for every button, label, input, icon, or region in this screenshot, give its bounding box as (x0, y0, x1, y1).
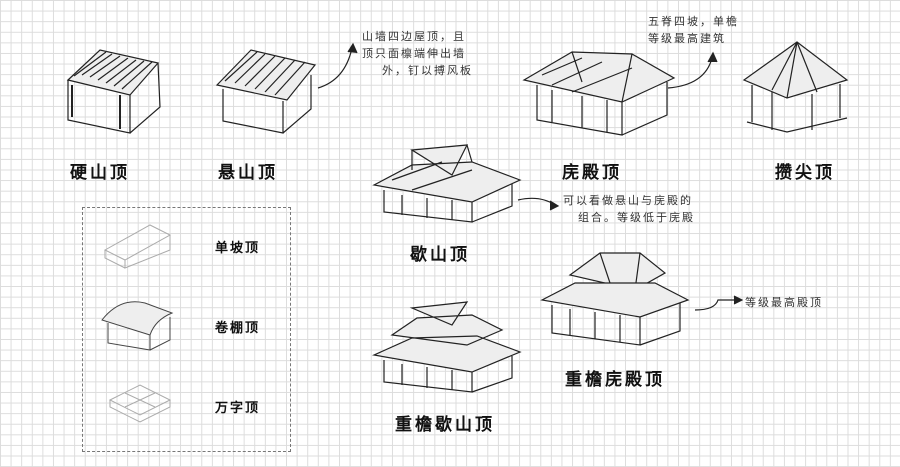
juanpeng-roof-sketch (101, 301, 174, 351)
arrow-chongyan-wudian (694, 299, 738, 311)
chongyan-wudian-roof-sketch (540, 252, 690, 346)
label-wanzi: 万字顶 (215, 401, 261, 416)
label-cuanjian: 攒尖顶 (775, 163, 835, 183)
label-chongyan-xieshan: 重檐歇山顶 (395, 415, 495, 435)
label-juanpeng: 卷棚顶 (215, 321, 261, 336)
xieshan-roof-sketch (372, 144, 522, 223)
arrow-xieshan (517, 197, 556, 206)
label-yingshan: 硬山顶 (70, 163, 130, 183)
note-xieshan: 可以看做悬山与庑殿的 组合。等级低于庑殿 (563, 192, 695, 226)
note-line: 等级最高建筑 (648, 32, 726, 45)
note-line: 外，钉以搏风板 (382, 64, 473, 77)
arrow-xuanshan (317, 47, 353, 89)
note-xuanshan: 山墙四边屋顶，且 顶只面檩端伸出墙 外，钉以搏风板 (362, 28, 473, 79)
note-line: 山墙四边屋顶，且 (362, 30, 466, 43)
note-line: 可以看做悬山与庑殿的 (563, 194, 693, 207)
label-xieshan: 歇山顶 (410, 245, 470, 265)
xuanshan-roof-sketch (215, 49, 317, 134)
note-line: 五脊四坡，单檐 (648, 15, 739, 28)
label-chongyan-wudian: 重檐庑殿顶 (565, 370, 665, 390)
yingshan-roof-sketch (66, 49, 161, 134)
note-chongyan-wudian: 等级最高殿顶 (745, 296, 823, 309)
minor-roofs-group (82, 207, 291, 452)
label-xuanshan: 悬山顶 (218, 163, 278, 183)
cuanjian-roof-sketch (742, 41, 849, 133)
label-wudian: 庑殿顶 (562, 163, 622, 183)
wanzi-roof-sketch (108, 384, 172, 423)
danpo-roof-sketch (103, 224, 172, 269)
wudian-roof-sketch (522, 51, 676, 136)
arrow-wudian (667, 57, 713, 89)
note-wudian: 五脊四坡，单檐 等级最高建筑 (648, 13, 739, 47)
chongyan-xieshan-roof-sketch (371, 301, 522, 393)
label-danpo: 单坡顶 (215, 241, 261, 256)
note-line: 组合。等级低于庑殿 (578, 211, 695, 224)
note-line: 顶只面檩端伸出墙 (362, 47, 466, 60)
